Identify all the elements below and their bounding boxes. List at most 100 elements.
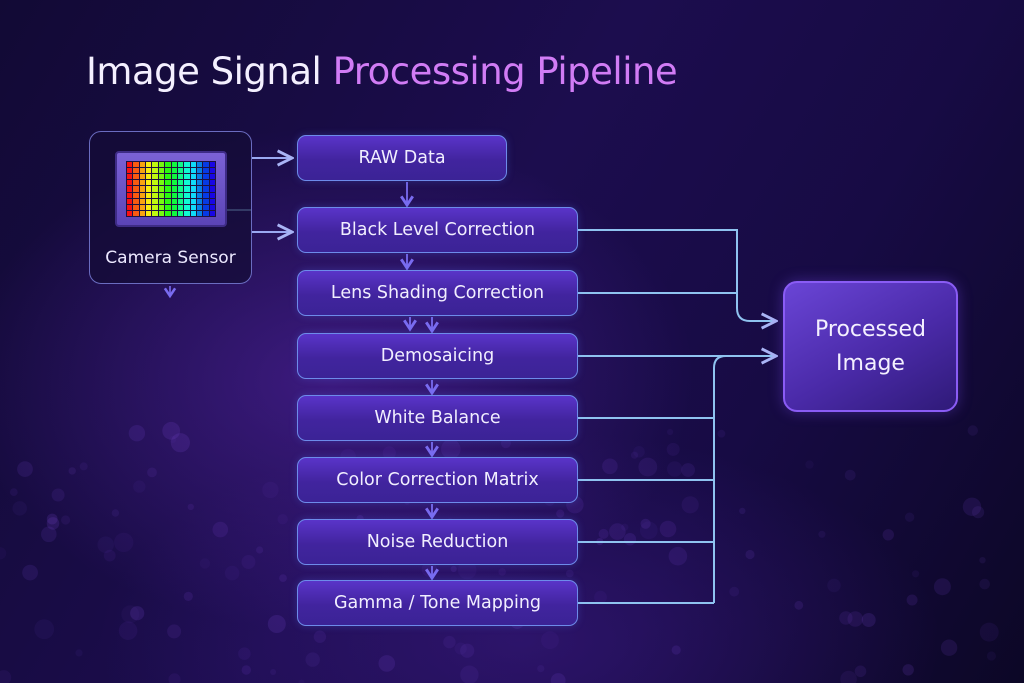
sensor-pixel [209,204,215,210]
sensor-pixel [158,210,165,216]
sensor-pixel [133,210,139,216]
stage-wb[interactable]: White Balance [297,395,578,441]
sensor-pixel [127,168,133,174]
sensor-pixel [184,162,190,168]
sensor-pixel [133,174,139,180]
sensor-pixel [165,162,171,168]
sensor-pixel [152,192,158,198]
stage-ccm[interactable]: Color Correction Matrix [297,457,578,503]
sensor-pixel [177,174,184,180]
stage-label: Color Correction Matrix [336,470,539,490]
sensor-pixel [158,180,165,186]
sensor-pixel [203,192,209,198]
sensor-pixel [127,204,133,210]
sensor-pixel [152,198,158,204]
sensor-pixel [190,180,196,186]
sensor-pixel [190,186,196,192]
sensor-pixel [139,198,146,204]
title-accent: Processing Pipeline [332,50,678,93]
stage-demosaic[interactable]: Demosaicing [297,333,578,379]
stage-label: White Balance [374,408,501,428]
sensor-pixel [139,180,146,186]
sensor-pixel [196,186,203,192]
sensor-pixel [127,210,133,216]
sensor-pixel [184,192,190,198]
sensor-pixel [184,186,190,192]
sensor-pixel [209,192,215,198]
sensor-pixel [165,198,171,204]
sensor-pixel [133,204,139,210]
sensor-pixel [196,192,203,198]
sensor-pixel [158,198,165,204]
sensor-pixel [152,186,158,192]
sensor-pixel [196,204,203,210]
sensor-pixel [133,198,139,204]
sensor-pixel [190,168,196,174]
sensor-pixel [171,198,177,204]
sensor-pixel [177,204,184,210]
sensor-pixel [209,198,215,204]
sensor-pixel [165,204,171,210]
stage-blc[interactable]: Black Level Correction [297,207,578,253]
sensor-pixel [152,174,158,180]
sensor-pixel [190,192,196,198]
sensor-pixel [184,204,190,210]
sensor-pixel [196,174,203,180]
sensor-pixel [190,210,196,216]
sensor-pixel [127,186,133,192]
sensor-pixel [139,210,146,216]
sensor-pixel [165,186,171,192]
sensor-pixel [127,174,133,180]
sensor-pixel [158,168,165,174]
sensor-pixel [203,210,209,216]
sensor-pixel [133,186,139,192]
sensor-pixel [165,168,171,174]
stage-nr[interactable]: Noise Reduction [297,519,578,565]
sensor-pixel [203,162,209,168]
processed-image-node[interactable]: Processed Image [783,281,958,412]
sensor-pixel [171,180,177,186]
sensor-pixel [165,192,171,198]
sensor-pixel-grid [126,161,216,217]
sensor-pixel [209,174,215,180]
sensor-pixel [146,174,152,180]
output-label-line2: Image [836,350,905,376]
camera-sensor-label: Camera Sensor [105,248,236,268]
sensor-pixel [146,198,152,204]
stage-label: Gamma / Tone Mapping [333,593,542,613]
sensor-pixel [177,210,184,216]
sensor-pixel [152,204,158,210]
sensor-pixel [171,210,177,216]
sensor-pixel [209,180,215,186]
sensor-pixel [177,162,184,168]
stage-gamma[interactable]: Gamma / Tone Mapping [297,580,578,626]
sensor-pixel [165,210,171,216]
sensor-pixel [146,168,152,174]
sensor-pixel [177,198,184,204]
sensor-pixel [158,186,165,192]
sensor-pixel [171,186,177,192]
sensor-pixel [133,180,139,186]
stage-raw[interactable]: RAW Data [297,135,507,181]
edge-bus-lower [713,355,727,603]
sensor-pixel [152,168,158,174]
sensor-pixel [203,168,209,174]
sensor-pixel [171,174,177,180]
sensor-pixel [152,210,158,216]
sensor-pixel [209,186,215,192]
sensor-pixel [209,210,215,216]
sensor-pixel [190,174,196,180]
sensor-pixel [203,186,209,192]
sensor-pixel [203,198,209,204]
sensor-pixel [190,162,196,168]
sensor-pixel [146,192,152,198]
camera-sensor-node[interactable]: Camera Sensor [89,131,252,284]
stage-lsc[interactable]: Lens Shading Correction [297,270,578,316]
sensor-pixel [196,168,203,174]
page-title: Image Signal Processing Pipeline [86,50,678,93]
sensor-pixel [133,192,139,198]
sensor-pixel [127,180,133,186]
sensor-pixel [165,180,171,186]
sensor-pixel [158,162,165,168]
sensor-pixel [171,168,177,174]
